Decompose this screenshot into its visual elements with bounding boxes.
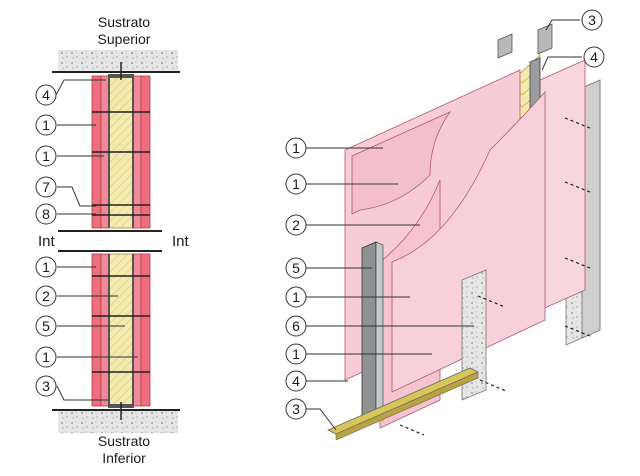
- svg-text:1: 1: [292, 140, 300, 156]
- bottom-substrate-label-line1: Sustrato: [98, 433, 150, 449]
- board-layer-b: [351, 111, 452, 215]
- callout-1: 1: [285, 286, 307, 308]
- callout-8: 8: [35, 203, 57, 225]
- anchor-fasteners: [399, 117, 591, 436]
- callout-5: 5: [285, 257, 307, 279]
- svg-text:7: 7: [42, 179, 50, 195]
- callout-4: 4: [35, 84, 57, 106]
- bottom-substrate-label-line2: Inferior: [102, 450, 146, 466]
- callout-1: 1: [285, 173, 307, 195]
- callout-1: 1: [35, 346, 57, 368]
- top-substrate-label-line1: Sustrato: [98, 14, 150, 30]
- callout-3: 3: [581, 9, 603, 31]
- board-back: [539, 59, 586, 311]
- callout-1: 1: [285, 137, 307, 159]
- top-substrate-label-line2: Superior: [98, 31, 151, 47]
- svg-text:5: 5: [292, 260, 300, 276]
- callout-3: 3: [35, 375, 57, 397]
- svg-text:5: 5: [42, 318, 50, 334]
- callout-1: 1: [35, 114, 57, 136]
- svg-text:6: 6: [292, 318, 300, 334]
- svg-text:2: 2: [292, 217, 300, 233]
- interior-label-right: Int: [172, 233, 190, 250]
- wall-section-lower: [91, 253, 151, 407]
- screws: [92, 111, 150, 373]
- callout-1: 1: [35, 145, 57, 167]
- svg-text:4: 4: [292, 373, 300, 389]
- svg-text:1: 1: [292, 346, 300, 362]
- steel-stud-front: [361, 241, 377, 425]
- callout-4: 4: [285, 370, 307, 392]
- callout-6: 6: [285, 315, 307, 337]
- svg-text:4: 4: [590, 49, 598, 65]
- callout-1: 1: [35, 256, 57, 278]
- callout-3: 3: [285, 398, 307, 420]
- svg-text:3: 3: [292, 401, 300, 417]
- isometric-view: 1 1 2 5 1 6 1 4 3 3 4: [285, 9, 605, 441]
- iso-callouts: 1 1 2 5 1 6 1 4 3 3 4: [285, 9, 605, 420]
- svg-text:1: 1: [42, 148, 50, 164]
- svg-text:8: 8: [42, 206, 50, 222]
- callout-5: 5: [35, 315, 57, 337]
- section-view: 4 1 1 7 8 1 2 5 1 3 Sustrato Superior Su…: [35, 14, 190, 466]
- callout-7: 7: [35, 176, 57, 198]
- top-substrate: [58, 50, 178, 72]
- svg-text:2: 2: [42, 288, 50, 304]
- bottom-substrate: [58, 411, 178, 433]
- section-callouts: 4 1 1 7 8 1 2 5 1 3: [35, 84, 57, 397]
- svg-text:3: 3: [588, 12, 596, 28]
- svg-text:1: 1: [42, 349, 50, 365]
- interior-label-left: Int: [38, 233, 56, 250]
- callout-2: 2: [35, 285, 57, 307]
- svg-text:1: 1: [42, 259, 50, 275]
- svg-text:3: 3: [42, 378, 50, 394]
- svg-text:1: 1: [292, 176, 300, 192]
- svg-text:4: 4: [42, 87, 50, 103]
- callout-4: 4: [583, 46, 605, 68]
- svg-text:1: 1: [292, 289, 300, 305]
- callout-2: 2: [285, 214, 307, 236]
- masonry-wall-cutout: [461, 269, 487, 401]
- board-front: [391, 90, 546, 393]
- callout-1: 1: [285, 343, 307, 365]
- svg-text:1: 1: [42, 117, 50, 133]
